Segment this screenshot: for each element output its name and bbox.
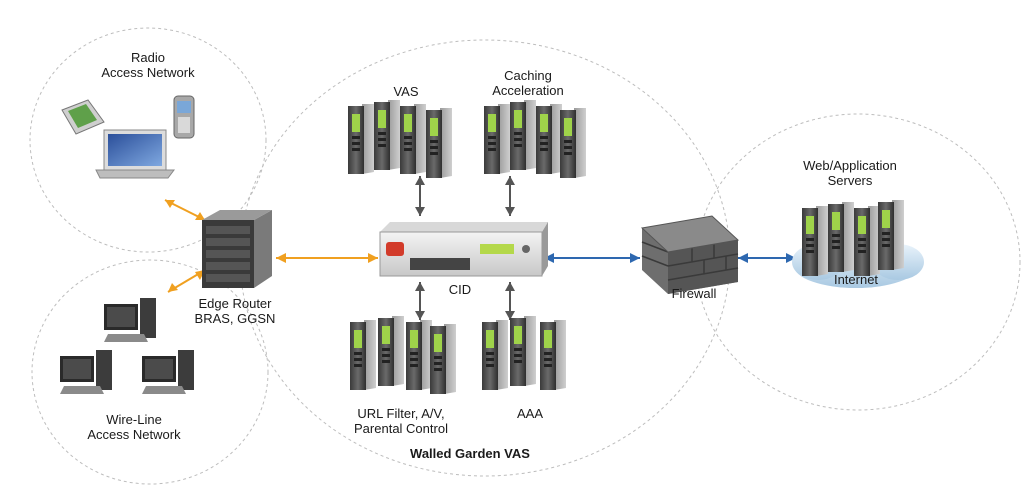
cid-label: CID [448, 282, 472, 297]
network-appliance-icon [379, 222, 548, 277]
url-filter-server-rack-icon [350, 316, 456, 394]
desktop-computer-icon [60, 350, 112, 394]
mobile-phone-icon [173, 95, 195, 139]
radio-access-zone [29, 27, 267, 253]
caching-server-rack-icon [484, 100, 586, 178]
internet-server-rack-icon [802, 200, 904, 276]
aaa-label: AAA [516, 406, 543, 421]
brick-wall-icon [640, 215, 740, 294]
vas-label: VAS [393, 84, 419, 99]
vas-server-rack-icon [348, 100, 452, 178]
desktop-computer-icon [142, 350, 194, 394]
laptop-icon [95, 129, 175, 179]
walled-garden-label: Walled Garden VAS [410, 446, 530, 461]
internet-zone-label: Web/Application Servers [803, 158, 897, 188]
radio-zone-label: Radio Access Network [101, 50, 195, 80]
wireline-zone-label: Wire-Line Access Network [87, 412, 181, 442]
edge-router-label: Edge Router BRAS, GGSN [194, 296, 276, 326]
firewall-label: Firewall [671, 286, 717, 301]
url-filter-label: URL Filter, A/V, Parental Control [354, 406, 448, 436]
wireline-access-zone [31, 259, 269, 485]
aaa-server-rack-icon [482, 316, 566, 390]
pda-icon [61, 99, 105, 135]
caching-label: Caching Acceleration [492, 68, 564, 98]
desktop-computer-icon [104, 298, 156, 342]
internet-label: Internet [833, 272, 879, 287]
router-stack-icon [202, 210, 272, 288]
links [164, 176, 796, 320]
